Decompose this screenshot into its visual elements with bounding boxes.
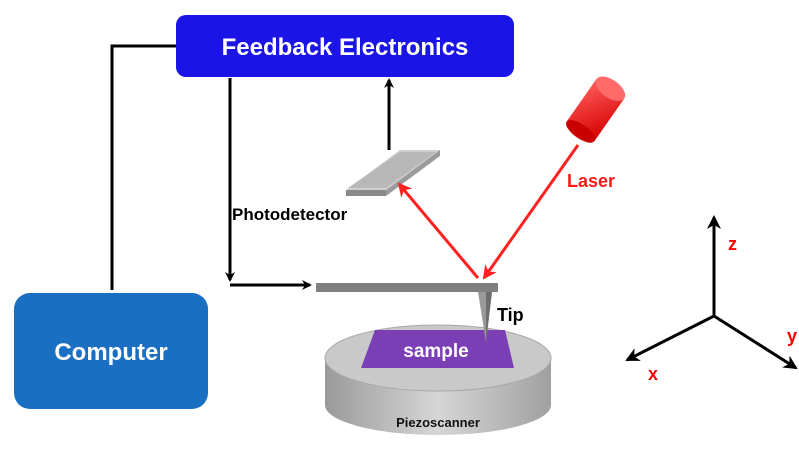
- incident-beam: [482, 144, 580, 280]
- computer-label: Computer: [54, 339, 167, 366]
- sample: sample: [361, 330, 514, 368]
- y-axis: [713, 314, 798, 370]
- piezoscanner-label: Piezoscanner: [396, 415, 480, 430]
- laser-label: Laser: [567, 171, 615, 191]
- x-axis: [625, 314, 715, 362]
- laser-source: [566, 76, 626, 143]
- tip-label: Tip: [497, 305, 524, 325]
- x-axis-label: x: [648, 364, 658, 384]
- wiring: [110, 44, 394, 290]
- photodetector: [346, 150, 440, 196]
- sample-label: sample: [403, 341, 468, 362]
- cantilever: [316, 283, 498, 342]
- computer-feedback-wire: [110, 44, 178, 290]
- feedback-electronics-box: Feedback Electronics: [176, 15, 514, 77]
- z-axis-label: z: [728, 234, 737, 254]
- photodetector-label: Photodetector: [232, 205, 348, 224]
- y-axis-label: y: [787, 326, 797, 346]
- coordinate-axes: z x y: [625, 215, 798, 384]
- computer-box: Computer: [14, 293, 208, 409]
- feedback-electronics-label: Feedback Electronics: [222, 34, 469, 61]
- reflected-beam: [397, 182, 480, 279]
